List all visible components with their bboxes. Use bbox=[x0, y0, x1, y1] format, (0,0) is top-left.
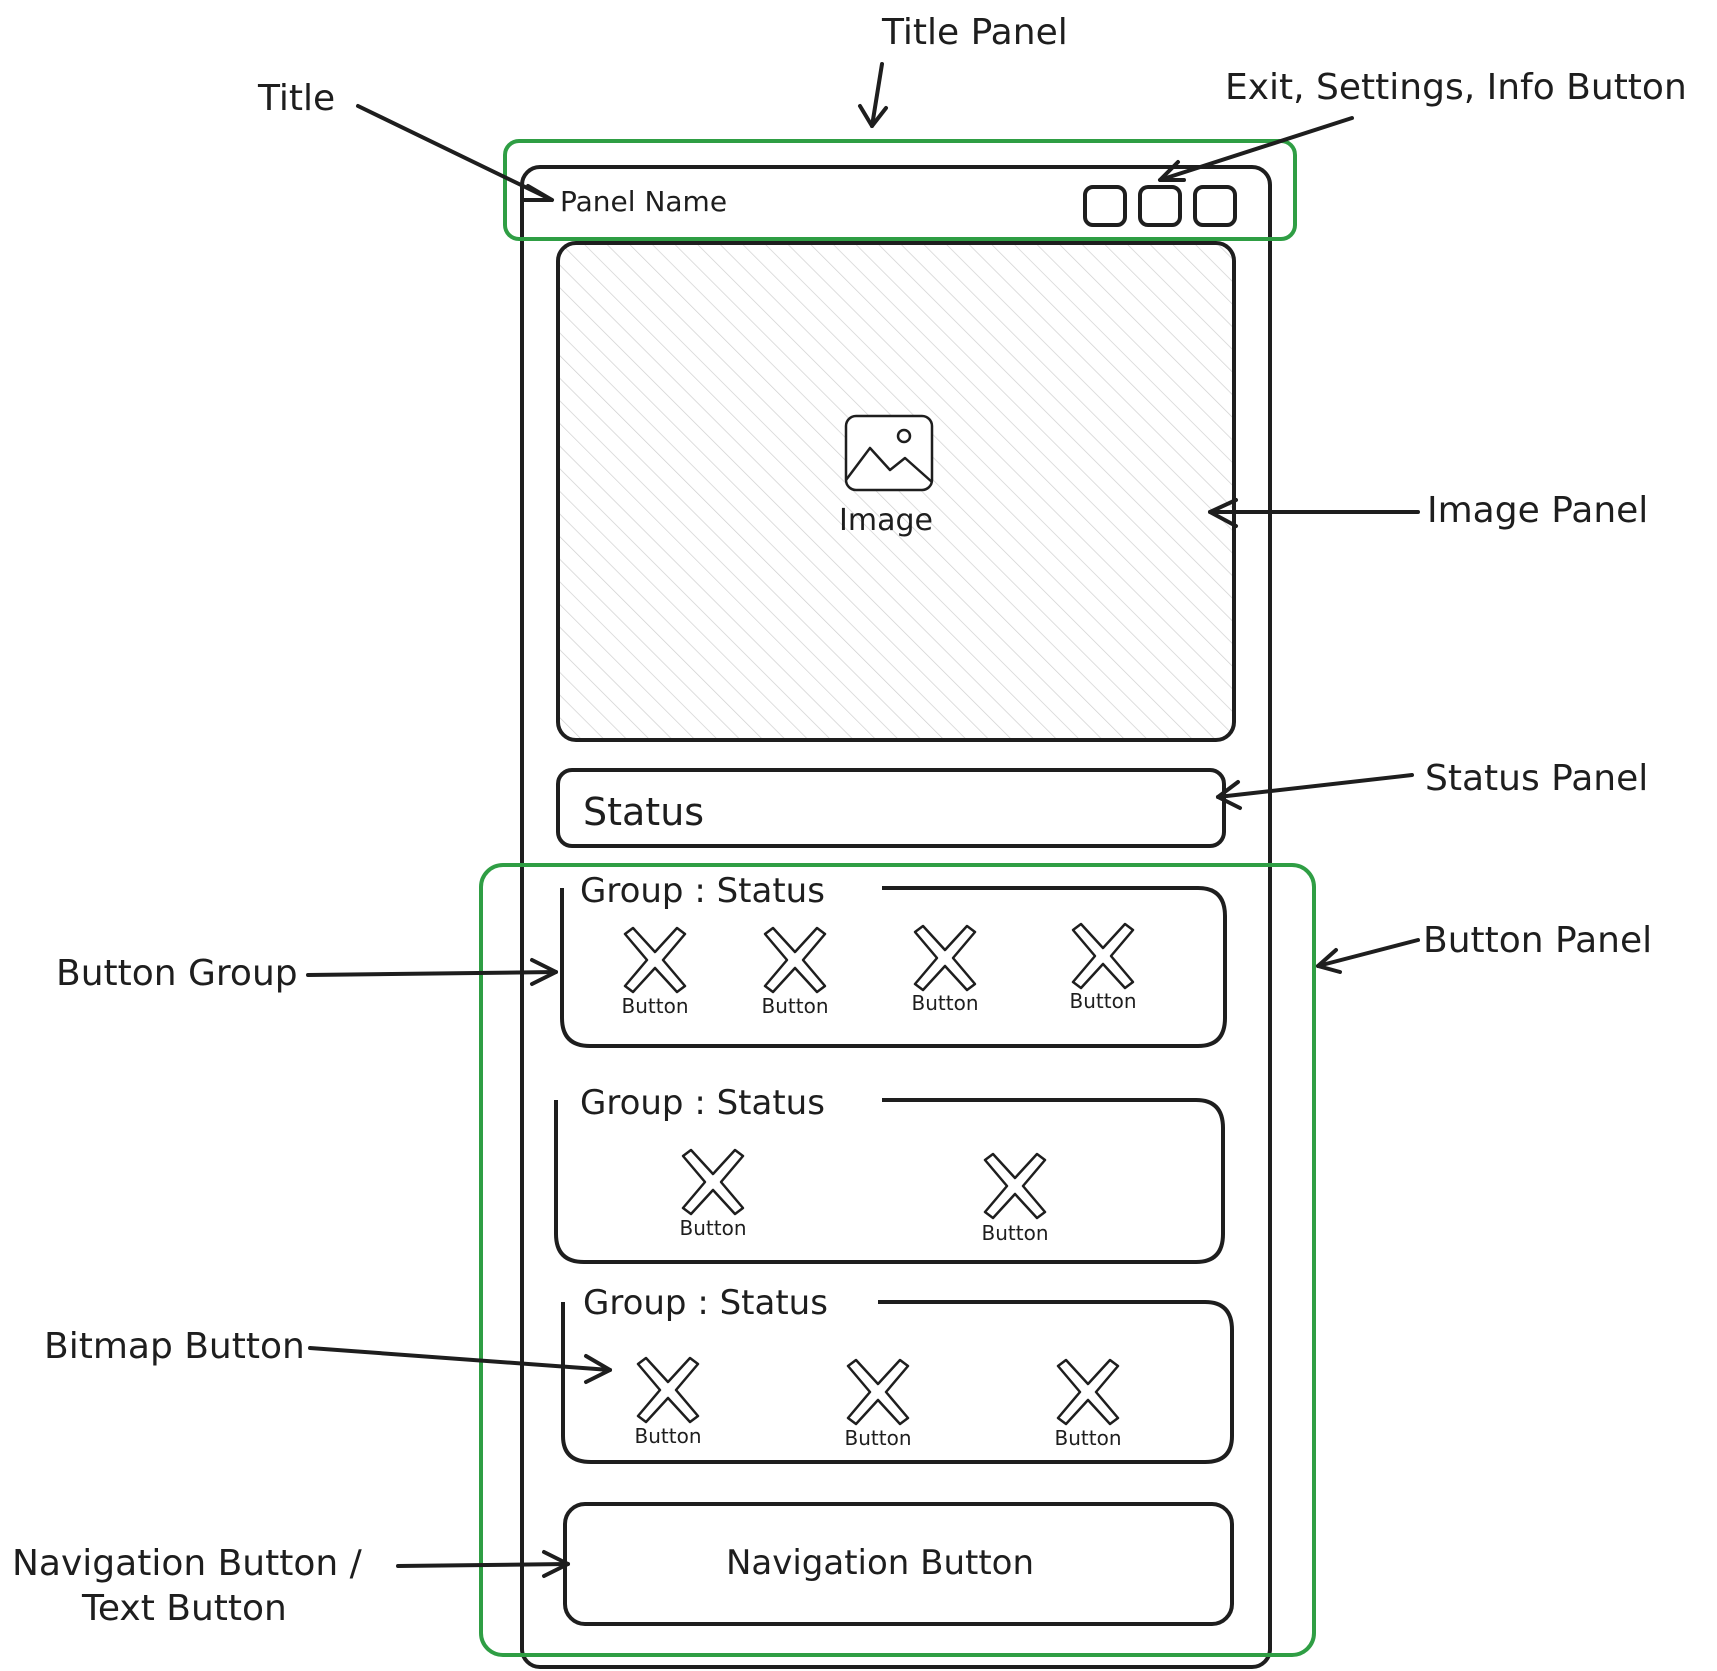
arrow-title-panel bbox=[858, 62, 888, 128]
panel-title: Panel Name bbox=[560, 185, 727, 218]
annotation-bitmap-button: Bitmap Button bbox=[44, 1326, 305, 1367]
button-label: Button bbox=[680, 1216, 747, 1240]
annotation-image-panel: Image Panel bbox=[1427, 490, 1648, 531]
bitmap-button[interactable] bbox=[1056, 1358, 1120, 1426]
button-group-3: Group : Status bbox=[561, 1283, 1234, 1464]
button-label: Button bbox=[845, 1426, 912, 1450]
annotation-status-panel: Status Panel bbox=[1425, 758, 1648, 799]
arrow-bitmap-button bbox=[308, 1346, 612, 1384]
button-label: Button bbox=[982, 1221, 1049, 1245]
bitmap-button[interactable] bbox=[636, 1356, 700, 1424]
arrow-image-panel bbox=[1208, 498, 1420, 528]
button-group-1: Group : Status bbox=[560, 871, 1227, 1048]
bitmap-button[interactable] bbox=[681, 1148, 745, 1216]
button-label: Button bbox=[1055, 1426, 1122, 1450]
image-label: Image bbox=[839, 503, 933, 538]
button-panel-highlight bbox=[479, 863, 1316, 1657]
annotation-exit-settings-info: Exit, Settings, Info Button bbox=[1225, 67, 1687, 108]
image-panel-hatch bbox=[558, 243, 1234, 740]
arrow-button-group bbox=[306, 958, 558, 986]
annotation-button-panel: Button Panel bbox=[1423, 920, 1652, 961]
bitmap-button[interactable] bbox=[983, 1152, 1047, 1220]
arrow-exit-settings-info bbox=[1158, 116, 1354, 182]
group-label: Group : Status bbox=[580, 871, 825, 911]
image-panel bbox=[556, 241, 1236, 742]
arrow-status-panel bbox=[1216, 773, 1414, 810]
arrow-title bbox=[356, 104, 554, 202]
navigation-button-label: Navigation Button bbox=[726, 1543, 1034, 1583]
info-button[interactable] bbox=[1193, 185, 1237, 227]
group-label: Group : Status bbox=[583, 1283, 828, 1323]
arrow-button-panel bbox=[1316, 938, 1420, 974]
button-label: Button bbox=[912, 991, 979, 1015]
image-icon bbox=[844, 414, 934, 492]
settings-button[interactable] bbox=[1138, 185, 1182, 227]
annotation-button-group: Button Group bbox=[56, 953, 298, 994]
button-label: Button bbox=[1070, 989, 1137, 1013]
annotation-navigation-line1: Navigation Button / bbox=[12, 1543, 363, 1584]
annotation-title-panel: Title Panel bbox=[881, 12, 1068, 53]
bitmap-button[interactable] bbox=[623, 926, 687, 994]
button-label: Button bbox=[622, 994, 689, 1018]
button-label: Button bbox=[635, 1424, 702, 1448]
bitmap-button[interactable] bbox=[913, 924, 977, 992]
app-frame bbox=[520, 165, 1272, 1669]
title-panel-highlight bbox=[503, 139, 1297, 241]
bitmap-button[interactable] bbox=[846, 1358, 910, 1426]
annotation-navigation-line2: Text Button bbox=[81, 1588, 287, 1629]
bitmap-button[interactable] bbox=[763, 926, 827, 994]
group-label: Group : Status bbox=[580, 1083, 825, 1123]
button-label: Button bbox=[762, 994, 829, 1018]
exit-button[interactable] bbox=[1083, 185, 1127, 227]
bitmap-button[interactable] bbox=[1071, 922, 1135, 990]
annotation-title: Title bbox=[257, 78, 335, 119]
status-text: Status bbox=[583, 790, 704, 834]
status-panel bbox=[556, 768, 1226, 848]
button-group-2: Group : Status bbox=[554, 1083, 1225, 1264]
arrow-navigation-button bbox=[396, 1550, 570, 1578]
